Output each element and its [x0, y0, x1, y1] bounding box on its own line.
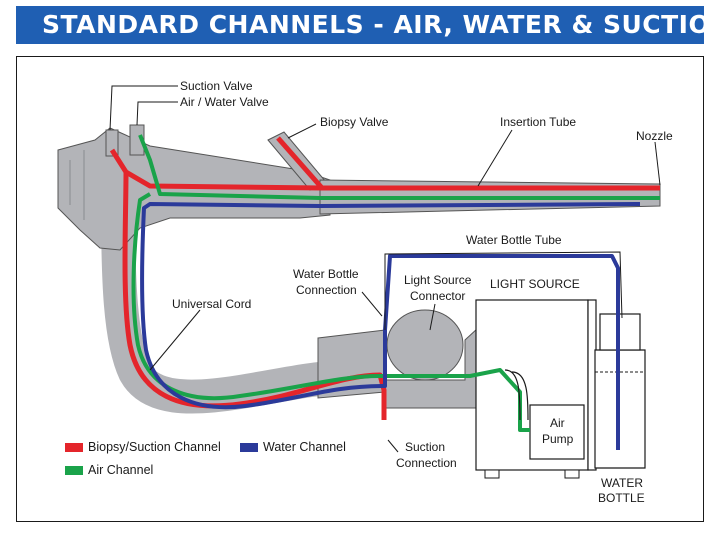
- light-source-foot: [564, 469, 580, 479]
- label-light-source: LIGHT SOURCE: [490, 277, 580, 291]
- leader-suction-valve: [109, 85, 178, 131]
- label-air-water-valve: Air / Water Valve: [180, 95, 269, 109]
- leader-nozzle: [654, 141, 661, 186]
- header-bar: STANDARD CHANNELS - AIR, WATER & SUCTION: [16, 6, 720, 46]
- label-nozzle: Nozzle: [636, 129, 673, 143]
- label-biopsy-valve: Biopsy Valve: [320, 115, 389, 129]
- water-bottle-tube: [384, 251, 623, 330]
- suction-valve-body: [105, 129, 119, 157]
- label-water-bottle-tube: Water Bottle Tube: [466, 233, 562, 247]
- label-suction-valve: Suction Valve: [180, 79, 253, 93]
- legend-swatch-green: [65, 466, 83, 475]
- leader-suction-connection: [387, 439, 399, 453]
- label-water-bottle-connection-1: Water Bottle: [293, 267, 359, 281]
- air-pump-box: [529, 404, 585, 460]
- label-suction-connection-1: Suction: [405, 440, 445, 454]
- light-source-connector-body: [386, 309, 464, 381]
- legend-swatch-red: [65, 443, 83, 452]
- leader-air-water-valve: [136, 101, 178, 126]
- label-air-pump-1: Air: [550, 416, 565, 430]
- label-water-bottle-2: BOTTLE: [598, 491, 645, 505]
- air-channel: [131, 134, 660, 432]
- legend-swatch-blue: [240, 443, 258, 452]
- leader-insertion-tube: [477, 129, 513, 187]
- label-water-bottle-1: WATER: [601, 476, 643, 490]
- leader-water-bottle-connection: [361, 291, 383, 317]
- label-light-source-connector-2: Connector: [410, 289, 465, 303]
- handle-detail: [69, 150, 85, 220]
- label-insertion-tube: Insertion Tube: [500, 115, 576, 129]
- leader-biopsy-valve: [287, 123, 317, 139]
- water-channel: [140, 202, 641, 450]
- label-water-bottle-connection-2: Connection: [296, 283, 357, 297]
- label-suction-connection-2: Connection: [396, 456, 457, 470]
- legend-label-air: Air Channel: [88, 463, 154, 477]
- legend-label-biopsy-suction: Biopsy/Suction Channel: [88, 440, 221, 454]
- page-title: STANDARD CHANNELS - AIR, WATER & SUCTION: [42, 10, 720, 39]
- label-air-pump-2: Pump: [542, 432, 574, 446]
- legend-label-water: Water Channel: [263, 440, 346, 454]
- diagram-frame: [16, 56, 704, 522]
- label-universal-cord: Universal Cord: [172, 297, 251, 311]
- label-light-source-connector-1: Light Source: [404, 273, 472, 287]
- leader-universal-cord: [149, 309, 201, 371]
- air-pump-tubes: [504, 369, 529, 421]
- light-source-foot: [484, 469, 500, 479]
- leader-light-source-connector: [429, 303, 436, 331]
